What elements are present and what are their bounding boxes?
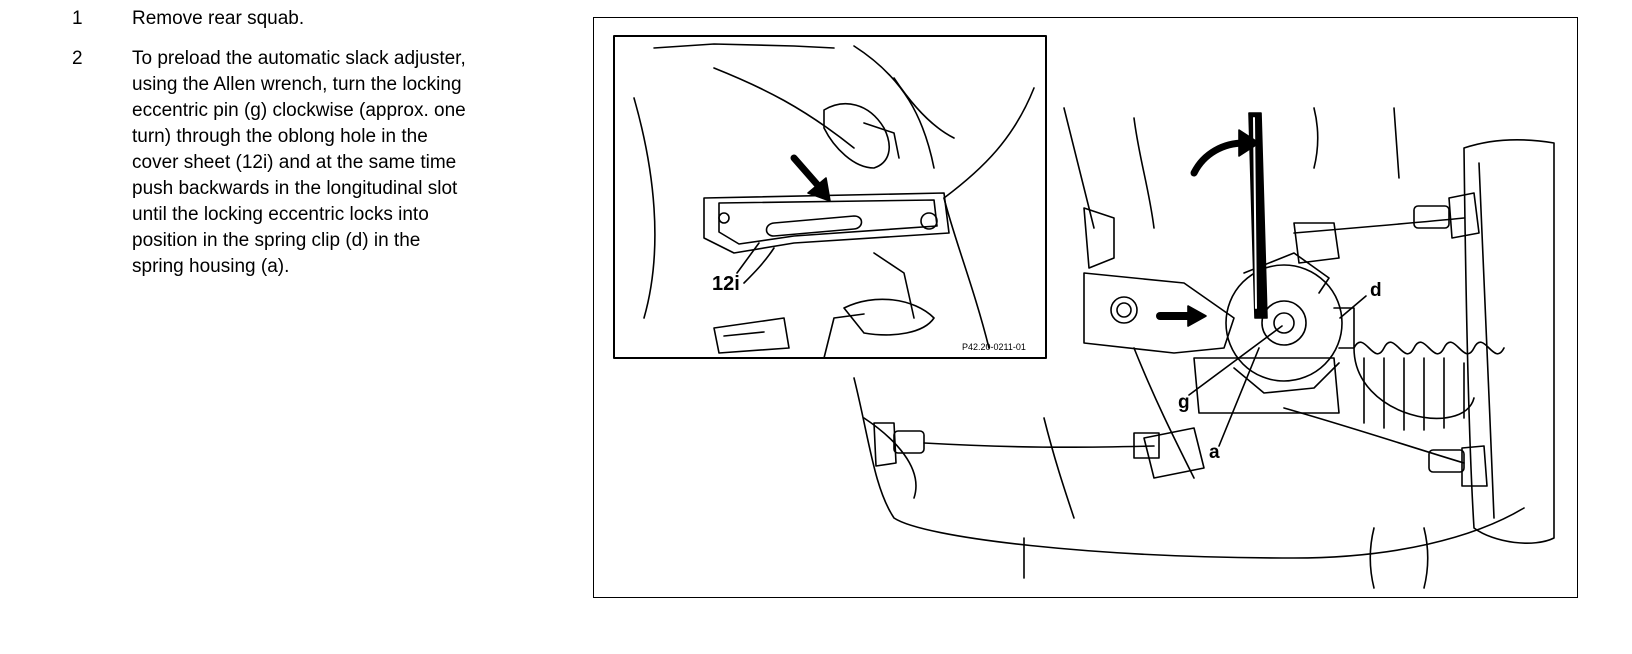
leader-12i <box>736 242 760 274</box>
technical-illustration: 12i d g a P42.20-0211-01 <box>593 17 1578 598</box>
spring-housing <box>1225 264 1343 382</box>
cover-sheet-12i <box>703 192 950 254</box>
panel-edge <box>1043 417 1075 519</box>
figure-code: P42.20-0211-01 <box>962 342 1026 352</box>
cable-fitting-left <box>893 430 925 454</box>
allen-wrench-shine <box>1253 117 1257 309</box>
labels: 12i d g a P42.20-0211-01 <box>712 273 1382 463</box>
top-line-3 <box>1393 107 1400 179</box>
spring <box>1353 341 1505 420</box>
cable-fitting-lower <box>1428 449 1465 473</box>
lever-link <box>1133 347 1195 479</box>
label-d: d <box>1370 280 1382 301</box>
clip-d <box>1333 307 1355 349</box>
housing-plate <box>1193 357 1340 414</box>
body-curve-2 <box>1133 117 1155 229</box>
label-g: g <box>1178 392 1190 413</box>
cable-fitting-upper <box>1413 205 1450 229</box>
eccentric-pin-core <box>1273 312 1295 334</box>
spring-rings <box>1363 357 1465 431</box>
bracket <box>1083 207 1115 269</box>
rear-line-2 <box>1369 527 1375 589</box>
cable-end-lower <box>1461 445 1488 487</box>
step-text: Remove rear squab. <box>132 8 305 29</box>
cable-end-upper <box>1448 192 1480 239</box>
step-text: To preload the automatic slack adjuster,… <box>132 48 466 277</box>
upper-connector <box>1293 222 1340 264</box>
rear-line-3 <box>1423 527 1429 589</box>
leader-a <box>1218 347 1260 447</box>
label-12i: 12i <box>712 273 740 295</box>
cable-end-left <box>873 422 897 467</box>
body-curve <box>1063 107 1095 229</box>
leader-d <box>1339 295 1367 319</box>
top-line-2 <box>1313 107 1319 169</box>
housing-top-block <box>1243 252 1330 294</box>
right-panel-detail <box>1478 162 1495 519</box>
lower-left-cable <box>923 442 1155 449</box>
detail-inset <box>613 35 1047 359</box>
inset-mechanism <box>823 102 890 169</box>
eccentric-pin-ring <box>1261 300 1307 346</box>
lever-base <box>1143 427 1205 479</box>
rotation-arrow <box>1190 139 1248 177</box>
floor-outline <box>853 377 1525 559</box>
lever-arm <box>1083 272 1235 354</box>
right-panel <box>1463 138 1555 544</box>
label-a: a <box>1209 442 1220 463</box>
step-number: 1 <box>72 8 83 29</box>
lower-right-cable <box>1283 407 1465 464</box>
upper-cable <box>1293 217 1465 234</box>
clamp-left <box>1133 432 1160 459</box>
illustration-drawing: 12i d g a P42.20-0211-01 <box>613 35 1555 589</box>
leader-g <box>1188 325 1283 396</box>
oblong-hole <box>765 215 863 237</box>
step-number: 2 <box>72 48 83 69</box>
lever-hole <box>1110 296 1138 324</box>
housing-bottom <box>1233 362 1340 394</box>
